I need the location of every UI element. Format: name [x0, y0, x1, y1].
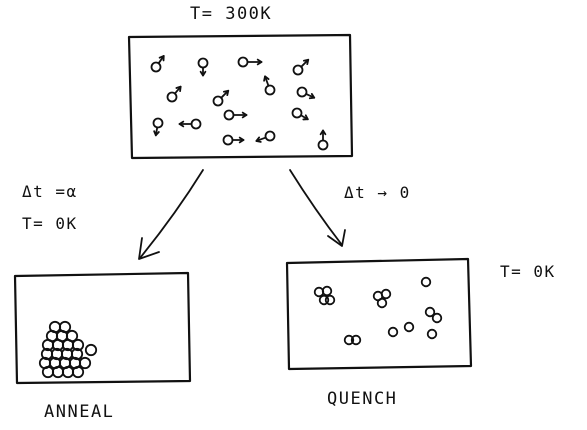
particle-with-velocity: [291, 107, 309, 121]
particle-with-velocity: [255, 130, 276, 143]
quenched-particle: [424, 306, 436, 318]
hot-state-box: [127, 33, 354, 160]
scattered-particles: [313, 276, 443, 346]
quenched-particle: [350, 334, 362, 346]
anneal-arrow: [138, 169, 204, 260]
moving-particles: [150, 55, 329, 151]
anneal-process-label: ANNEAL: [44, 402, 115, 422]
quenched-particle: [431, 312, 443, 324]
quenched-particle: [387, 326, 399, 338]
particle-with-velocity: [237, 56, 263, 68]
particle-with-velocity: [197, 57, 209, 77]
quenched-particle: [343, 334, 355, 346]
quenched-particle: [321, 285, 333, 297]
particle-with-velocity: [166, 85, 182, 103]
particle-with-velocity: [223, 109, 248, 121]
quench-arrow: [289, 169, 346, 247]
crystal-particle: [84, 343, 98, 357]
quenched-particle: [376, 297, 388, 309]
anneal-time-label: Δt =α: [22, 182, 78, 201]
quenched-particle: [426, 328, 438, 340]
particle-with-velocity: [317, 129, 329, 151]
crystal-particle: [51, 365, 65, 379]
particle-with-velocity: [222, 134, 245, 146]
crystal-particle: [41, 365, 55, 379]
crystal-cluster: [38, 320, 98, 379]
quench-temperature-label: T= 0K: [500, 262, 556, 281]
quenched-particle: [324, 294, 336, 306]
crystal-particle: [78, 356, 92, 370]
initial-temperature-label: T= 300K: [190, 4, 273, 24]
quenched-particle: [380, 288, 392, 300]
crystal-particle: [71, 338, 85, 352]
particle-with-velocity: [150, 55, 165, 73]
quench-time-label: Δt → 0: [344, 183, 411, 202]
quench-box: [285, 257, 473, 371]
crystal-particle: [70, 347, 84, 361]
particle-with-velocity: [296, 86, 316, 100]
particle-with-velocity: [178, 118, 202, 130]
quenched-particle: [318, 294, 330, 306]
anneal-box: [13, 271, 192, 385]
anneal-temperature-label: T= 0K: [22, 214, 78, 233]
particle-with-velocity: [292, 58, 310, 76]
crystal-particle: [71, 365, 85, 379]
particle-with-velocity: [263, 75, 276, 96]
particle-with-velocity: [152, 117, 164, 137]
quench-process-label: QUENCH: [327, 389, 398, 409]
quenched-particle: [403, 321, 415, 333]
particle-with-velocity: [212, 89, 230, 107]
crystal-particle: [61, 365, 75, 379]
quenched-particle: [420, 276, 432, 288]
